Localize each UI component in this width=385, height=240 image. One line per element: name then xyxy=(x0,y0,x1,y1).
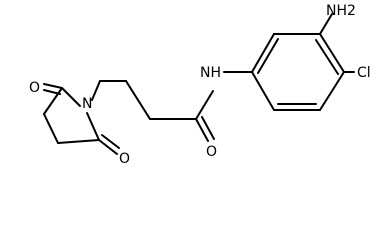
bond-ch2b-ch2c xyxy=(125,80,151,120)
bond-c2-o-top-b xyxy=(43,89,61,95)
chloroaniline-ring xyxy=(223,13,355,111)
atom-o-imide-bottom: O xyxy=(119,151,130,167)
bond-c4-c5 xyxy=(57,139,100,144)
bond-carbonyl-o-a xyxy=(195,118,209,142)
bond-c5-o-bottom-a xyxy=(98,139,118,155)
bond-c3-c4 xyxy=(43,113,59,144)
bond-c2-o-top-a xyxy=(43,83,63,89)
ring-bond-1 xyxy=(251,33,275,73)
atom-o-imide-top: O xyxy=(29,80,40,96)
succinimide-ring xyxy=(43,83,120,155)
ring-bond-6 xyxy=(251,71,275,111)
atom-n-imide: N xyxy=(82,96,92,112)
atom-nh-amide: NH xyxy=(200,65,221,81)
atom-nh2: NH2 xyxy=(326,3,356,19)
bond-ring-nh2 xyxy=(319,13,333,35)
butanoyl-chain xyxy=(91,80,215,142)
bond-c5-o-bottom-b xyxy=(101,134,120,149)
ring-bond-3 xyxy=(319,33,345,73)
bond-n-ch2a xyxy=(91,80,101,101)
bond-c5-n xyxy=(86,112,100,141)
chemical-structure-diagram: O N O O NH NH2 Cl xyxy=(29,3,371,167)
bond-carbonyl-nh xyxy=(195,90,214,120)
atom-cl: Cl xyxy=(357,65,371,81)
ring-bond-4 xyxy=(319,71,345,111)
bond-c2-c3 xyxy=(43,87,63,115)
ring-bond-1-inner xyxy=(257,38,279,74)
bond-carbonyl-o-b xyxy=(201,116,215,140)
bond-n-c2 xyxy=(61,87,81,107)
structure-canvas: O N O O NH NH2 Cl xyxy=(29,3,371,167)
atom-o-amide: O xyxy=(206,144,217,160)
ring-bond-3-inner xyxy=(315,39,339,75)
